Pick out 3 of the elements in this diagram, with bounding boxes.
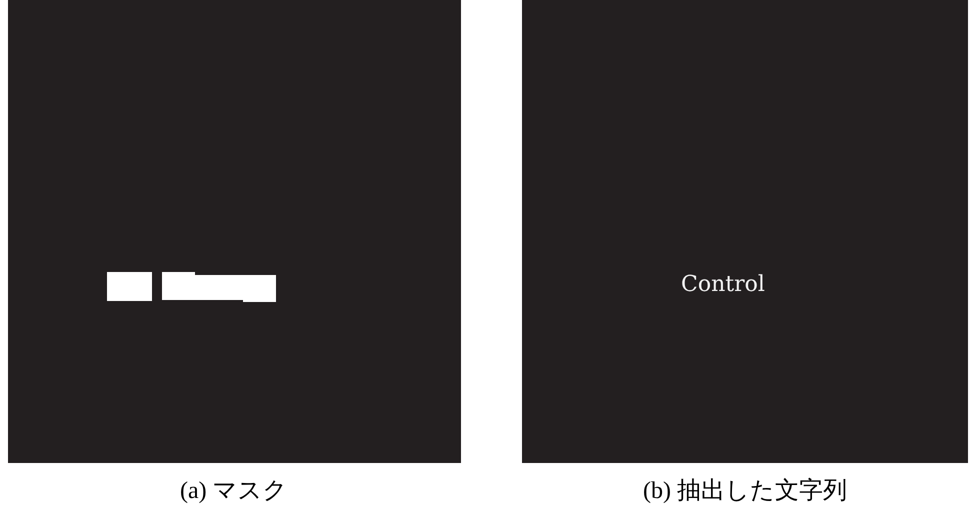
caption: (b) 抽出した文字列	[643, 476, 847, 506]
caption: (a) マスク	[180, 477, 288, 506]
extracted-text: Control	[681, 272, 765, 297]
